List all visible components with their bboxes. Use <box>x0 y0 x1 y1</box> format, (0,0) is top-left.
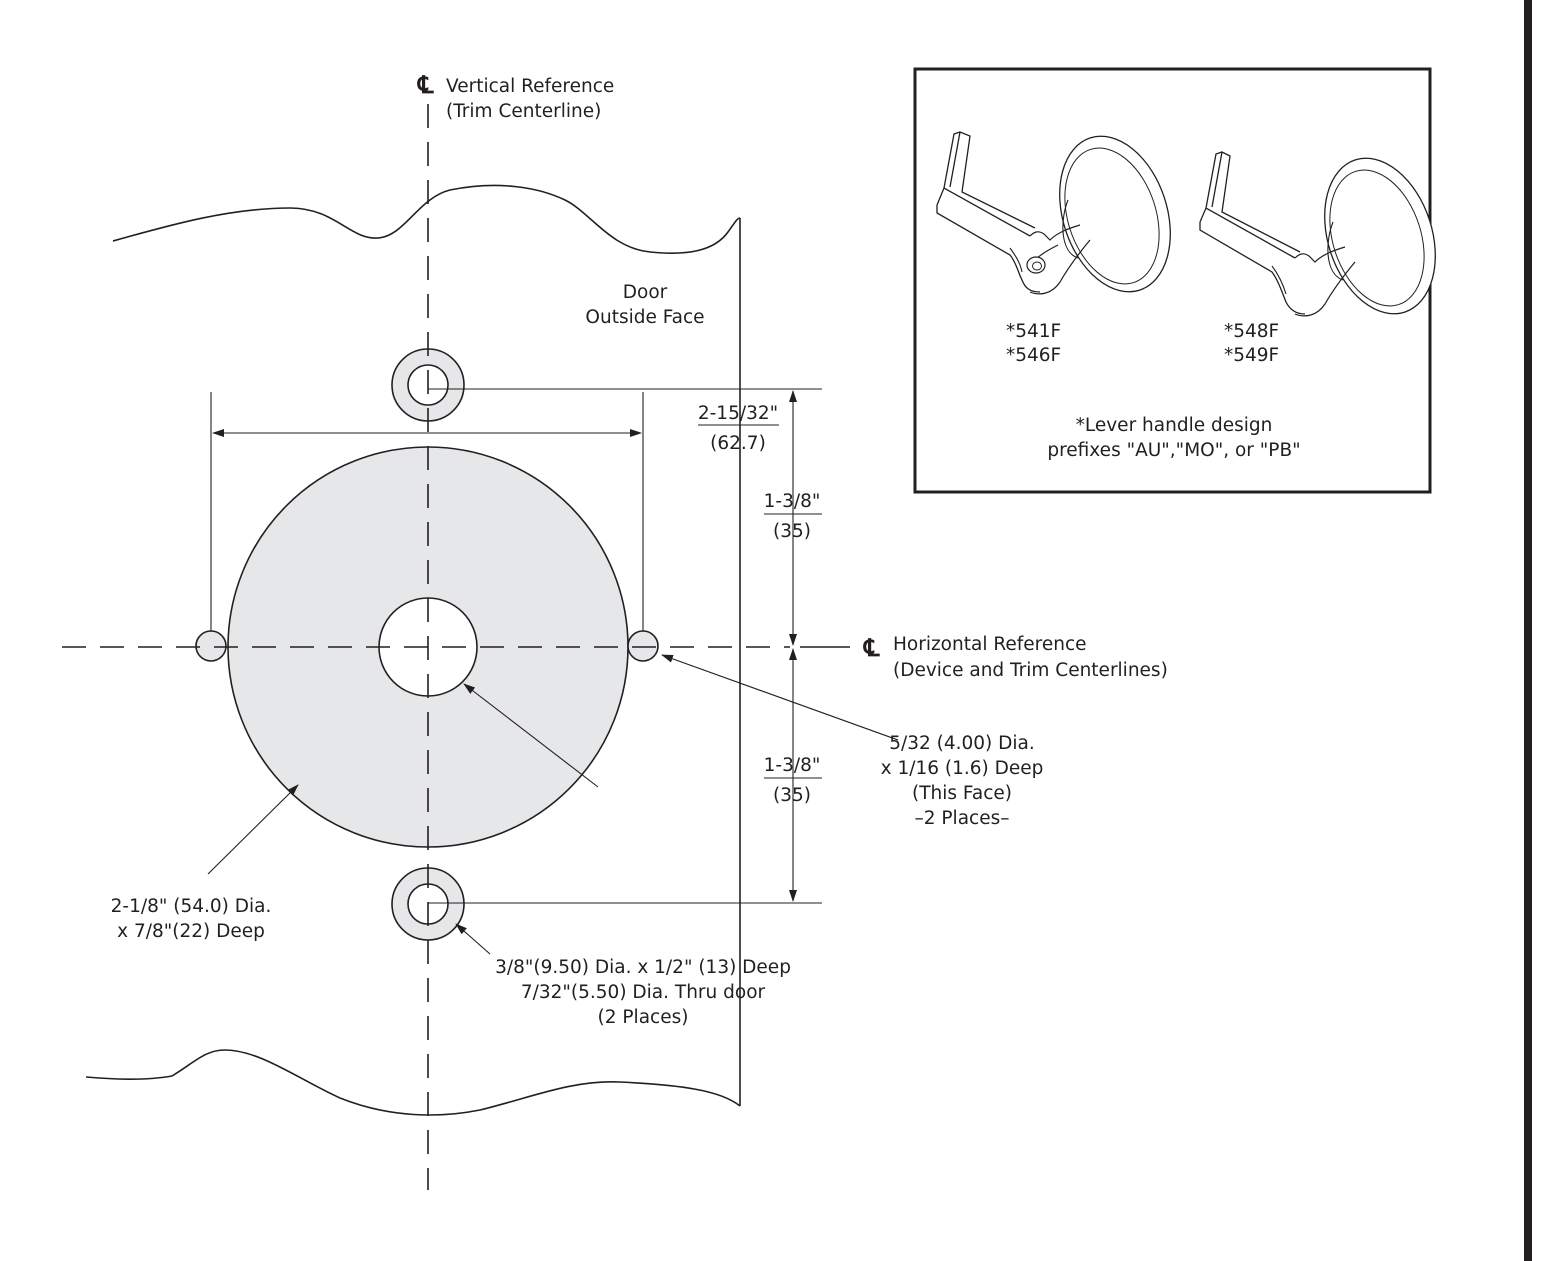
through-bolt-note-line3: (2 Places) <box>598 1007 689 1028</box>
through-bolt-note-line2: 7/32"(5.50) Dia. Thru door <box>521 982 766 1003</box>
horizontal-reference-symbol: ℄ <box>863 633 880 662</box>
door-top-break-line <box>112 184 741 254</box>
model-left-line1: *541F <box>1006 321 1061 342</box>
lever-inset-box: *541F *546F *548F *549F *Lever handle de… <box>913 67 1436 494</box>
model-left-line2: *546F <box>1006 345 1061 366</box>
inset-footnote-line1: *Lever handle design <box>1076 415 1273 436</box>
inset-footnote-line2: prefixes "AU","MO", or "PB" <box>1047 440 1300 461</box>
leader-large-bore <box>207 784 299 875</box>
dim1-label-bottom: (62.7) <box>710 433 766 454</box>
vertical-reference-symbol: ℄ <box>417 70 434 99</box>
leader-small-holes <box>661 654 899 741</box>
through-bolt-note-line1: 3/8"(9.50) Dia. x 1/2" (13) Deep <box>495 957 791 978</box>
model-right-line2: *549F <box>1224 345 1279 366</box>
leader-center-hole <box>463 683 599 788</box>
door-bottom-break-line <box>85 1049 741 1116</box>
small-hole-left <box>195 630 227 662</box>
small-hole-note-line1: 5/32 (4.00) Dia. <box>889 733 1035 754</box>
dim3-label-bottom: (35) <box>773 785 811 806</box>
dim3-label-top: 1-3/8" <box>764 755 821 776</box>
small-hole-note-line2: x 1/16 (1.6) Deep <box>881 758 1044 779</box>
small-hole-note-line3: (This Face) <box>912 783 1012 804</box>
vertical-reference-line2: (Trim Centerline) <box>446 101 601 122</box>
horizontal-reference-line1: Horizontal Reference <box>893 634 1087 655</box>
small-hole-note-line4: –2 Places– <box>915 808 1010 829</box>
small-hole-right <box>627 630 659 662</box>
lever-illustration-right <box>1199 151 1436 317</box>
page-border-bar <box>1524 0 1532 1261</box>
dim2-label-top: 1-3/8" <box>764 491 821 512</box>
dim1-label-top: 2-15/32" <box>698 403 778 424</box>
door-label-line2: Outside Face <box>585 307 704 328</box>
horizontal-reference-line2: (Device and Trim Centerlines) <box>893 660 1168 681</box>
model-right-line1: *548F <box>1224 321 1279 342</box>
door-label-line1: Door <box>623 282 668 303</box>
large-bore-note-line2: x 7/8"(22) Deep <box>117 921 265 942</box>
lever-illustration-left <box>936 131 1171 295</box>
large-bore-note-line1: 2-1/8" (54.0) Dia. <box>111 896 272 917</box>
leader-through-bolt <box>455 923 491 955</box>
vertical-reference-line1: Vertical Reference <box>446 76 614 97</box>
dim2-label-bottom: (35) <box>773 521 811 542</box>
